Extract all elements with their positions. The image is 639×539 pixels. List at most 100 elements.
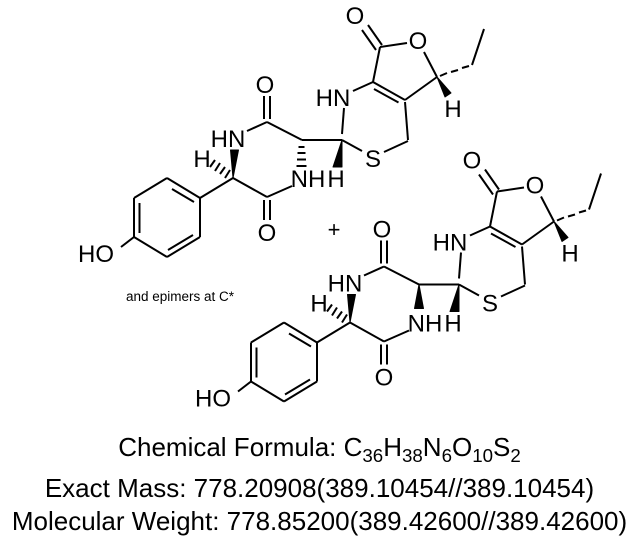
atom-label: O (346, 3, 365, 30)
double-bond-line (171, 188, 195, 203)
stereo-hash-bond (578, 209, 587, 214)
atom-label: NH (408, 311, 443, 338)
stereo-hash-bond (461, 65, 470, 69)
bond (363, 265, 385, 277)
bond (469, 225, 491, 237)
bond (232, 177, 268, 198)
atom-label: O (373, 217, 392, 244)
atom-label: O (258, 220, 277, 247)
bond (283, 380, 318, 403)
bond (496, 186, 525, 193)
bond (349, 321, 385, 343)
atom-label: H (193, 146, 210, 173)
bond (316, 321, 351, 344)
atom-label: S (482, 291, 498, 318)
bond (283, 321, 318, 344)
bond (166, 177, 201, 199)
bond (250, 321, 285, 344)
bond (540, 196, 555, 222)
stereo-hash-bond (450, 69, 459, 73)
stereo-hash-bond (336, 310, 343, 320)
stereo-wedge-bond (414, 284, 424, 309)
double-bond-line (167, 234, 194, 251)
atom-label: HO (78, 241, 114, 268)
bond (489, 225, 523, 246)
atom-label: NH (291, 166, 326, 193)
bond (372, 81, 406, 101)
atom-label: HO (195, 386, 231, 413)
bond (372, 46, 381, 83)
bond (471, 28, 485, 66)
stereo-wedge-bond (230, 149, 239, 179)
atom-label: O (526, 173, 545, 200)
stereo-hash-bond (219, 166, 226, 175)
bond (341, 107, 345, 135)
bond (352, 81, 374, 92)
bond (199, 177, 234, 199)
double-bond-line (490, 232, 516, 248)
double-bond-line (361, 29, 377, 51)
bond (133, 177, 168, 199)
stereo-hash-bond (326, 303, 333, 313)
double-bond-line (288, 332, 312, 348)
atom-label: H (444, 311, 461, 338)
atom-label: HN (316, 85, 351, 112)
bond (404, 76, 438, 101)
stereo-hash-bond (567, 213, 576, 218)
atom-label: O (409, 28, 428, 55)
bond (489, 191, 498, 227)
bond (383, 265, 420, 286)
stereo-wedge-bond (347, 294, 356, 323)
bond (383, 140, 409, 153)
chemical-formula-line: Chemical Formula: C36H38N6O10S2 (118, 432, 521, 467)
atom-label: O (256, 72, 275, 99)
atom-label: H (444, 96, 461, 123)
stereo-hash-bond (341, 313, 348, 324)
atom-label: HN (211, 126, 246, 153)
atom-label: HN (433, 230, 468, 257)
double-bond-line (484, 168, 500, 191)
stereo-wedge-bond (332, 139, 343, 168)
bond (250, 380, 285, 403)
exact-mass-line: Exact Mass: 778.20908(389.10454//389.104… (44, 473, 595, 504)
bond (379, 42, 408, 48)
bond (383, 329, 410, 343)
stereo-hash-bond (214, 162, 221, 172)
bond (166, 236, 201, 258)
atom-label: H (310, 291, 327, 318)
bond (404, 101, 409, 141)
atom-label: H (561, 241, 578, 268)
bond (266, 121, 303, 141)
stereo-hash-bond (439, 72, 448, 77)
epimers-note: and epimers at C* (126, 289, 235, 304)
atom-label: HN (328, 271, 363, 298)
double-bond-line (367, 24, 383, 46)
atom-label: O (375, 365, 394, 392)
stereo-hash-bond (556, 216, 565, 222)
bond (266, 185, 293, 198)
molecular-weight-line: Molecular Weight: 778.85200(389.42600//3… (11, 506, 628, 537)
stereo-hash-bond (209, 159, 216, 168)
bond (458, 283, 480, 297)
bond (237, 380, 252, 393)
double-bond-line (373, 88, 399, 104)
bond (458, 252, 462, 279)
bond (588, 173, 602, 210)
bond (521, 220, 555, 246)
bond (500, 284, 526, 298)
bond (423, 51, 438, 78)
stereo-wedge-bond (553, 221, 569, 242)
bond (521, 246, 526, 285)
bond (246, 121, 268, 132)
atom-label: O (463, 148, 482, 175)
stereo-hash-bond (331, 306, 338, 317)
bond (341, 139, 363, 152)
plus-sign: + (328, 217, 341, 242)
stereo-wedge-bond (449, 284, 460, 312)
bond (133, 236, 168, 258)
